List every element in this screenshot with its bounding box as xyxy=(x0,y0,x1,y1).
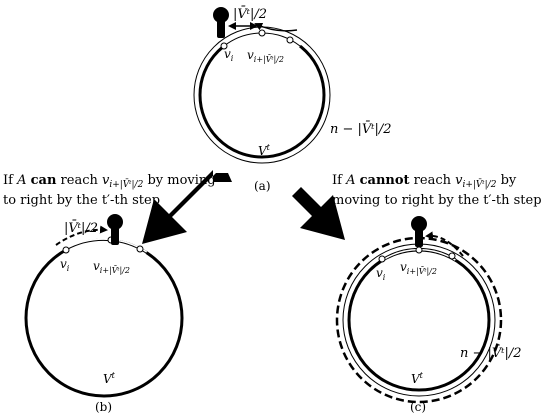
label-mid: vi+|V̄ᵗ|/2 xyxy=(400,260,437,276)
condition-right-line2: moving to right by the t′-th step xyxy=(332,193,542,208)
outer-length-label: n − |V̄ᵗ|/2 xyxy=(330,121,392,137)
dashed-return-arrow-icon xyxy=(425,231,464,257)
node-vi xyxy=(62,246,70,254)
node-mid xyxy=(415,246,423,254)
condition-left: If A can reach vi+|V̄ᵗ|/2 by moving to r… xyxy=(3,173,216,208)
caption-b: (b) xyxy=(95,400,112,414)
ring-label: Vt xyxy=(411,371,424,386)
node-right xyxy=(136,245,144,253)
ring-label: Vt xyxy=(103,371,116,386)
condition-right: If A cannot reach vi+|V̄ᵗ|/2 by moving t… xyxy=(332,173,542,208)
label-mid: vi+|V̄ᵗ|/2 xyxy=(247,48,284,64)
main-ring xyxy=(198,31,326,159)
caption-c: (c) xyxy=(410,400,426,414)
label-vi: vi xyxy=(60,257,70,273)
node-right xyxy=(286,36,294,44)
branch-arrows xyxy=(142,170,345,244)
label-mid: vi+|V̄ᵗ|/2 xyxy=(93,259,130,275)
ring-label: Vt xyxy=(258,143,271,158)
arc-label: |V̄ᵗ|/2 xyxy=(233,6,267,22)
node-vi xyxy=(378,255,386,263)
condition-right-line1: If A cannot reach vi+|V̄ᵗ|/2 by xyxy=(332,173,517,190)
condition-left-line1: If A can reach vi+|V̄ᵗ|/2 by moving xyxy=(3,173,216,190)
condition-left-line2: to right by the t′-th step xyxy=(3,193,160,208)
arc-label: |V̄ᵗ|/2 xyxy=(64,220,98,236)
node-vi xyxy=(220,42,228,50)
diagram-b: |V̄ᵗ|/2 vi vi+|V̄ᵗ|/2 Vt (b) xyxy=(24,214,184,414)
diagram-a: |V̄ᵗ|/2 vi vi+|V̄ᵗ|/2 n − |V̄ᵗ|/2 Vt (a) xyxy=(193,6,392,193)
node-right xyxy=(448,252,456,260)
dashed-move-arrow-icon xyxy=(55,225,108,246)
outer-ring xyxy=(193,26,331,164)
right-branch-arrow-icon xyxy=(292,187,345,240)
left-branch-arrow-icon xyxy=(142,170,232,244)
outer-arrow-icon xyxy=(254,22,298,32)
diagram-c: vi vi+|V̄ᵗ|/2 n − |V̄ᵗ|/2 Vt (c) xyxy=(335,216,522,414)
label-vi: vi xyxy=(224,47,234,63)
label-vi: vi xyxy=(376,266,386,282)
outer-length-label: n − |V̄ᵗ|/2 xyxy=(460,345,522,361)
caption-a: (a) xyxy=(254,179,271,193)
agent-pin-icon xyxy=(213,7,229,38)
node-mid xyxy=(258,29,266,37)
agent-pin-icon xyxy=(107,214,123,245)
agent-pin-icon xyxy=(411,216,427,247)
